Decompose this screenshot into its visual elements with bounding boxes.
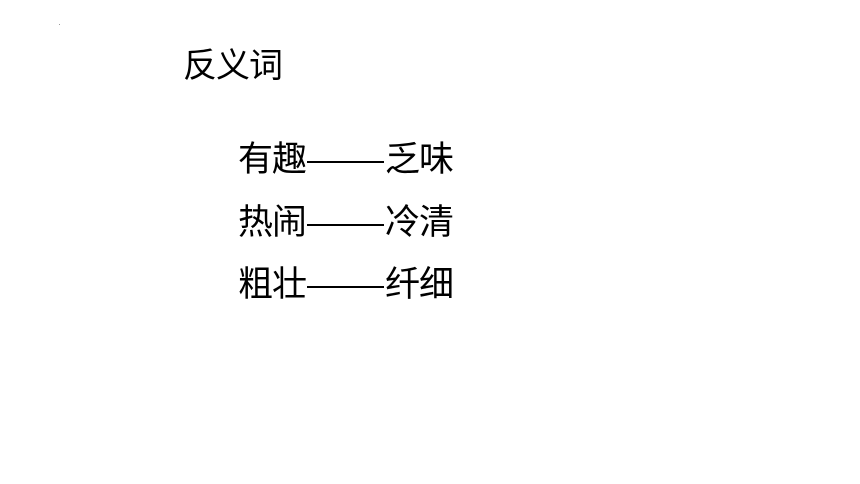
antonym-pair-row: 有趣 乏味: [238, 128, 454, 192]
antonym: 纤细: [385, 265, 454, 305]
corner-dot: [59, 24, 60, 25]
word: 粗壮: [238, 265, 307, 305]
antonym-pair-row: 热闹 冷清: [238, 192, 454, 253]
dash-separator: [307, 223, 385, 226]
word: 热闹: [238, 202, 307, 243]
antonym-pair-row: 粗壮 纤细: [238, 253, 454, 317]
antonym: 乏味: [385, 140, 454, 180]
antonym-pair-list: 有趣 乏味 热闹 冷清 粗壮 纤细: [238, 128, 454, 317]
dash-separator: [307, 161, 385, 163]
slide-title: 反义词: [183, 46, 283, 86]
antonym: 冷清: [385, 202, 454, 243]
dash-separator: [307, 286, 385, 288]
word: 有趣: [238, 140, 307, 180]
